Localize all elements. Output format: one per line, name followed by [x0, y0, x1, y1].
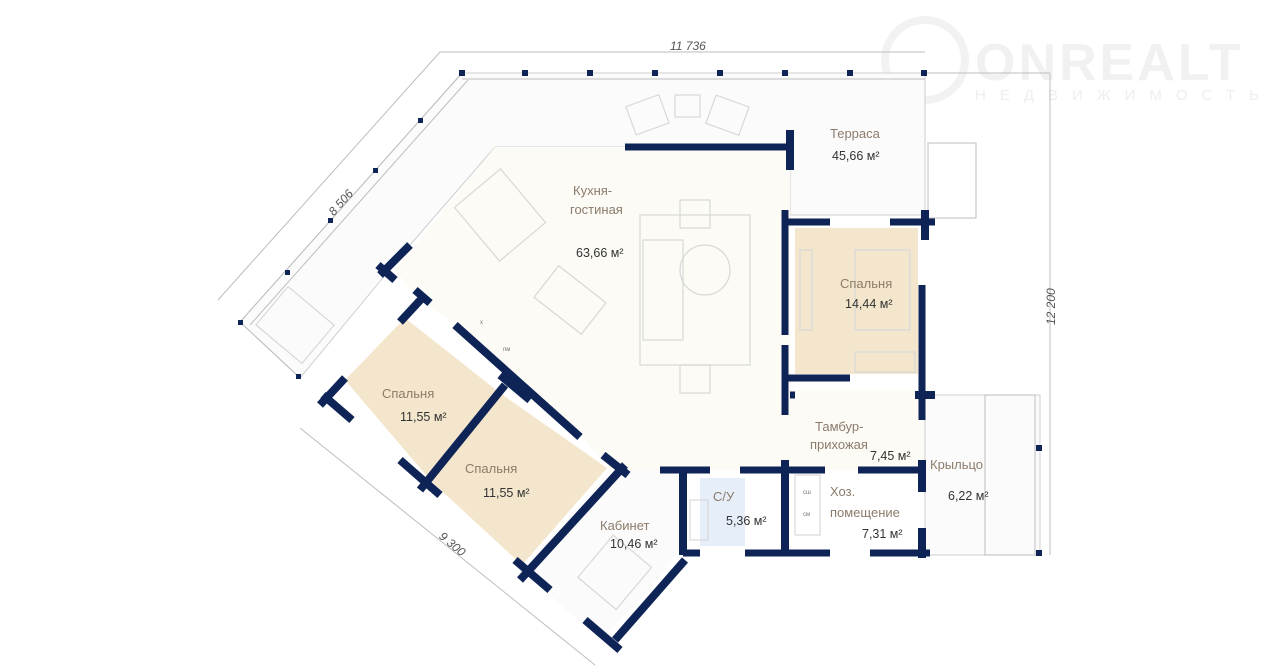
washer-label: см — [803, 512, 810, 518]
dimension-right: 12 200 — [1044, 288, 1058, 325]
dimension-bottom: 9 300 — [436, 529, 468, 559]
svg-text:Терраса: Терраса — [830, 126, 881, 141]
stove-label: х — [480, 320, 483, 326]
svg-text:Спальня: Спальня — [382, 386, 434, 401]
svg-text:11,55 м²: 11,55 м² — [400, 410, 447, 424]
room-terrace: Терраса 45,66 м² — [830, 126, 881, 163]
bedroom-left2-fill — [432, 393, 607, 565]
watermark-logo: ONREALT НЕДВИЖИМОСТЬ — [881, 16, 1273, 104]
svg-text:Спальня: Спальня — [465, 461, 517, 476]
svg-text:Крыльцо: Крыльцо — [930, 457, 983, 472]
svg-text:45,66 м²: 45,66 м² — [832, 149, 880, 163]
svg-text:6,22 м²: 6,22 м² — [948, 489, 989, 503]
svg-text:Спальня: Спальня — [840, 276, 892, 291]
svg-text:ONREALT: ONREALT — [975, 34, 1243, 92]
room-office: Кабинет 10,46 м² — [600, 518, 658, 551]
furniture — [255, 93, 916, 611]
dishwasher-label: пм — [503, 347, 510, 353]
svg-text:Хоз.: Хоз. — [830, 484, 855, 499]
terrace-posts — [238, 70, 1042, 556]
svg-text:7,31 м²: 7,31 м² — [862, 527, 903, 541]
room-kitchen-living: Кухня- гостиная 63,66 м² — [570, 183, 624, 260]
svg-text:5,36 м²: 5,36 м² — [726, 514, 767, 528]
svg-text:гостиная: гостиная — [570, 202, 623, 217]
room-bedroom-left-1: Спальня 11,55 м² — [382, 386, 447, 424]
room-utility: Хоз. помещение 7,31 м² — [830, 484, 903, 541]
bedroom-right-fill — [795, 228, 918, 374]
room-bedroom-left-2: Спальня 11,55 м² — [465, 461, 530, 500]
living-floor — [395, 147, 925, 470]
svg-text:прихожая: прихожая — [810, 437, 868, 452]
svg-text:Кабинет: Кабинет — [600, 518, 649, 533]
svg-text:14,44 м²: 14,44 м² — [845, 297, 893, 311]
svg-text:Кухня-: Кухня- — [573, 183, 612, 198]
dimension-top: 11 736 — [670, 39, 706, 53]
walls — [317, 130, 935, 654]
room-bathroom: С/У 5,36 м² — [713, 489, 767, 528]
svg-text:63,66 м²: 63,66 м² — [576, 246, 624, 260]
office-floor — [522, 470, 680, 640]
room-bedroom-right: Спальня 14,44 м² — [840, 276, 893, 311]
svg-text:помещение: помещение — [830, 505, 900, 520]
porch-floor — [924, 394, 1041, 556]
svg-text:10,46 м²: 10,46 м² — [610, 537, 658, 551]
svg-text:11,55 м²: 11,55 м² — [483, 486, 530, 500]
svg-text:Тамбур-: Тамбур- — [815, 419, 863, 434]
dryer-label: сш — [803, 490, 811, 496]
room-porch: Крыльцо 6,22 м² — [930, 457, 989, 503]
svg-text:7,45 м²: 7,45 м² — [870, 449, 911, 463]
room-vestibule: Тамбур- прихожая 7,45 м² — [810, 419, 911, 463]
svg-text:С/У: С/У — [713, 489, 735, 504]
svg-text:НЕДВИЖИМОСТЬ: НЕДВИЖИМОСТЬ — [975, 87, 1273, 104]
